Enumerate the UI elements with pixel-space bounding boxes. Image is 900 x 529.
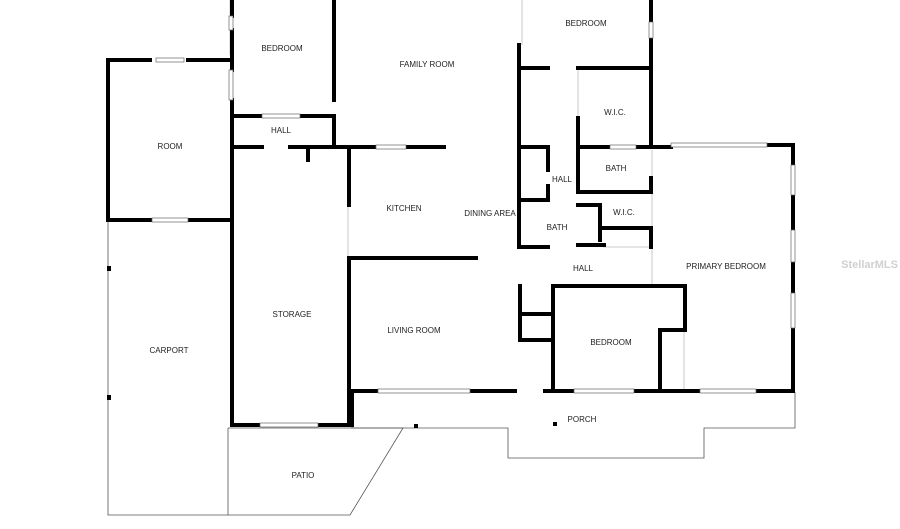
- label-hall-lower: HALL: [573, 264, 594, 273]
- walls: [106, 0, 795, 427]
- watermark: StellarMLS: [841, 259, 898, 271]
- windows: [151, 15, 796, 428]
- label-wic-lower: W.I.C.: [613, 208, 635, 217]
- label-porch: PORCH: [568, 415, 597, 424]
- posts: [107, 266, 557, 428]
- label-bedroom-top-left: BEDROOM: [261, 44, 303, 53]
- label-bath-upper: BATH: [606, 164, 627, 173]
- label-storage: STORAGE: [273, 310, 312, 319]
- label-bedroom-lower: BEDROOM: [590, 338, 632, 347]
- label-hall-upper: HALL: [271, 126, 292, 135]
- label-living-room: LIVING ROOM: [387, 326, 441, 335]
- label-kitchen: KITCHEN: [386, 204, 421, 213]
- label-bedroom-top-right: BEDROOM: [565, 19, 607, 28]
- outdoor-outlines: [107, 0, 796, 516]
- label-room: ROOM: [158, 142, 183, 151]
- label-carport: CARPORT: [150, 346, 189, 355]
- label-wic-upper: W.I.C.: [604, 108, 626, 117]
- label-patio: PATIO: [292, 471, 315, 480]
- label-dining-area: DINING AREA: [464, 209, 516, 218]
- label-hall-mid: HALL: [552, 175, 573, 184]
- label-bath-lower: BATH: [547, 223, 568, 232]
- label-primary-bedroom: PRIMARY BEDROOM: [686, 262, 766, 271]
- room-labels: BEDROOM FAMILY ROOM BEDROOM ROOM HALL W.…: [150, 19, 767, 480]
- label-family-room: FAMILY ROOM: [400, 60, 455, 69]
